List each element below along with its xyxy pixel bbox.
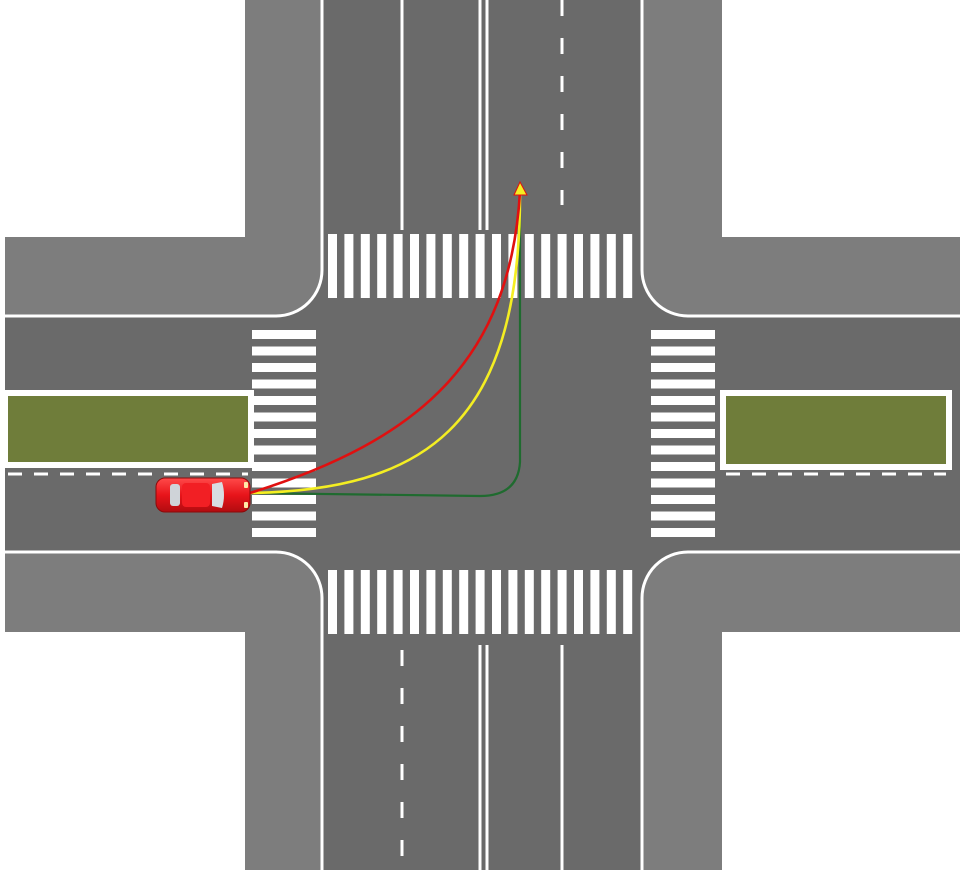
median-west-grass — [8, 396, 248, 462]
crosswalk-north-stripe — [328, 234, 337, 298]
crosswalk-east-stripe — [651, 511, 715, 521]
crosswalk-south-stripe — [606, 570, 616, 634]
corner-nw — [276, 270, 322, 316]
crosswalk-east-stripe — [651, 412, 715, 422]
crosswalk-south-stripe — [393, 570, 403, 634]
red-car — [155, 477, 251, 513]
curb-nw — [5, 0, 324, 318]
car-roof — [182, 483, 210, 507]
crosswalk-east-stripe — [651, 330, 715, 339]
crosswalk-west-stripe — [252, 429, 316, 438]
crosswalk-west-stripe — [252, 363, 316, 372]
crosswalk-south-stripe — [492, 570, 501, 634]
crosswalk-south-stripe — [410, 570, 419, 634]
crosswalk-east-stripe — [651, 379, 715, 389]
arrowhead-icon — [513, 180, 528, 196]
median-east — [720, 390, 952, 476]
crosswalk-east-stripe — [651, 363, 715, 372]
crosswalk-north-stripe — [426, 234, 436, 298]
crosswalk-north-stripe — [360, 234, 370, 298]
crosswalk-east-stripe — [651, 478, 715, 488]
crosswalk-east-stripe — [651, 396, 715, 405]
crosswalk-west-stripe — [252, 495, 316, 504]
corner-sw — [276, 552, 322, 598]
crosswalk-south-stripe — [459, 570, 469, 634]
crosswalk-south-stripe — [344, 570, 354, 634]
curb-se — [640, 550, 960, 870]
crosswalk-north-stripe — [393, 234, 403, 298]
crosswalk-east-stripe — [651, 528, 715, 537]
crosswalk-north-stripe — [410, 234, 419, 298]
curb-ne — [640, 0, 960, 318]
crosswalk-south-stripe — [442, 570, 452, 634]
median-east-grass — [726, 396, 946, 464]
crosswalk-east-stripe — [651, 346, 715, 356]
crosswalk-west-stripe — [252, 412, 316, 422]
crosswalk-south-stripe — [377, 570, 387, 634]
crosswalk-north-stripe — [508, 234, 518, 298]
crosswalk-east-stripe — [651, 462, 715, 471]
crosswalk-south-stripe — [475, 570, 485, 634]
curb-lines — [5, 0, 960, 870]
crosswalk-north-stripe — [475, 234, 485, 298]
crosswalk-south-stripe — [426, 570, 436, 634]
crosswalk-north — [328, 234, 633, 298]
yellow-turn-path — [248, 193, 522, 495]
crosswalk-north-stripe — [574, 234, 583, 298]
crosswalk-south — [328, 570, 633, 634]
crosswalk-south-stripe — [623, 570, 633, 634]
crosswalk-north-stripe — [557, 234, 567, 298]
crosswalk-west-stripe — [252, 346, 316, 356]
crosswalk-east — [651, 330, 715, 537]
car-rear-window — [170, 484, 180, 506]
crosswalk-west-stripe — [252, 528, 316, 537]
curb-sw — [5, 550, 324, 870]
crosswalk-west-stripe — [252, 462, 316, 471]
crosswalk-north-stripe — [524, 234, 534, 298]
crosswalk-south-stripe — [524, 570, 534, 634]
crosswalk-south-stripe — [574, 570, 583, 634]
corner-ne — [642, 270, 688, 316]
crosswalk-west-stripe — [252, 379, 316, 389]
median-west — [2, 390, 254, 476]
crosswalk-north-stripe — [344, 234, 354, 298]
crosswalk-east-stripe — [651, 445, 715, 455]
crosswalk-east-stripe — [651, 429, 715, 438]
crosswalk-south-stripe — [360, 570, 370, 634]
crosswalk-north-stripe — [377, 234, 387, 298]
crosswalk-south-stripe — [541, 570, 551, 634]
crosswalk-west-stripe — [252, 396, 316, 405]
red-turn-path — [248, 190, 522, 495]
crosswalk-west-stripe — [252, 511, 316, 521]
crosswalk-south-stripe — [508, 570, 518, 634]
crosswalk-west-stripe — [252, 445, 316, 455]
car-headlight-bottom — [244, 502, 248, 508]
crosswalk-north-stripe — [590, 234, 600, 298]
crosswalk-north-stripe — [606, 234, 616, 298]
lane-markings-north — [400, 0, 564, 230]
car-windshield — [212, 482, 224, 508]
crosswalk-south-stripe — [328, 570, 337, 634]
crosswalk-east-stripe — [651, 495, 715, 504]
crosswalk-north-stripe — [442, 234, 452, 298]
crosswalk-north-stripe — [459, 234, 469, 298]
crosswalk-south-stripe — [590, 570, 600, 634]
turn-paths — [248, 180, 528, 498]
crosswalk-west-stripe — [252, 330, 316, 339]
crosswalk-north-stripe — [623, 234, 633, 298]
car-headlight-top — [244, 482, 248, 488]
crosswalk-north-stripe — [492, 234, 501, 298]
crosswalk-north-stripe — [541, 234, 551, 298]
corner-se — [642, 552, 688, 598]
crosswalk-south-stripe — [557, 570, 567, 634]
lane-markings-south — [400, 645, 564, 870]
green-turn-path — [248, 198, 522, 498]
